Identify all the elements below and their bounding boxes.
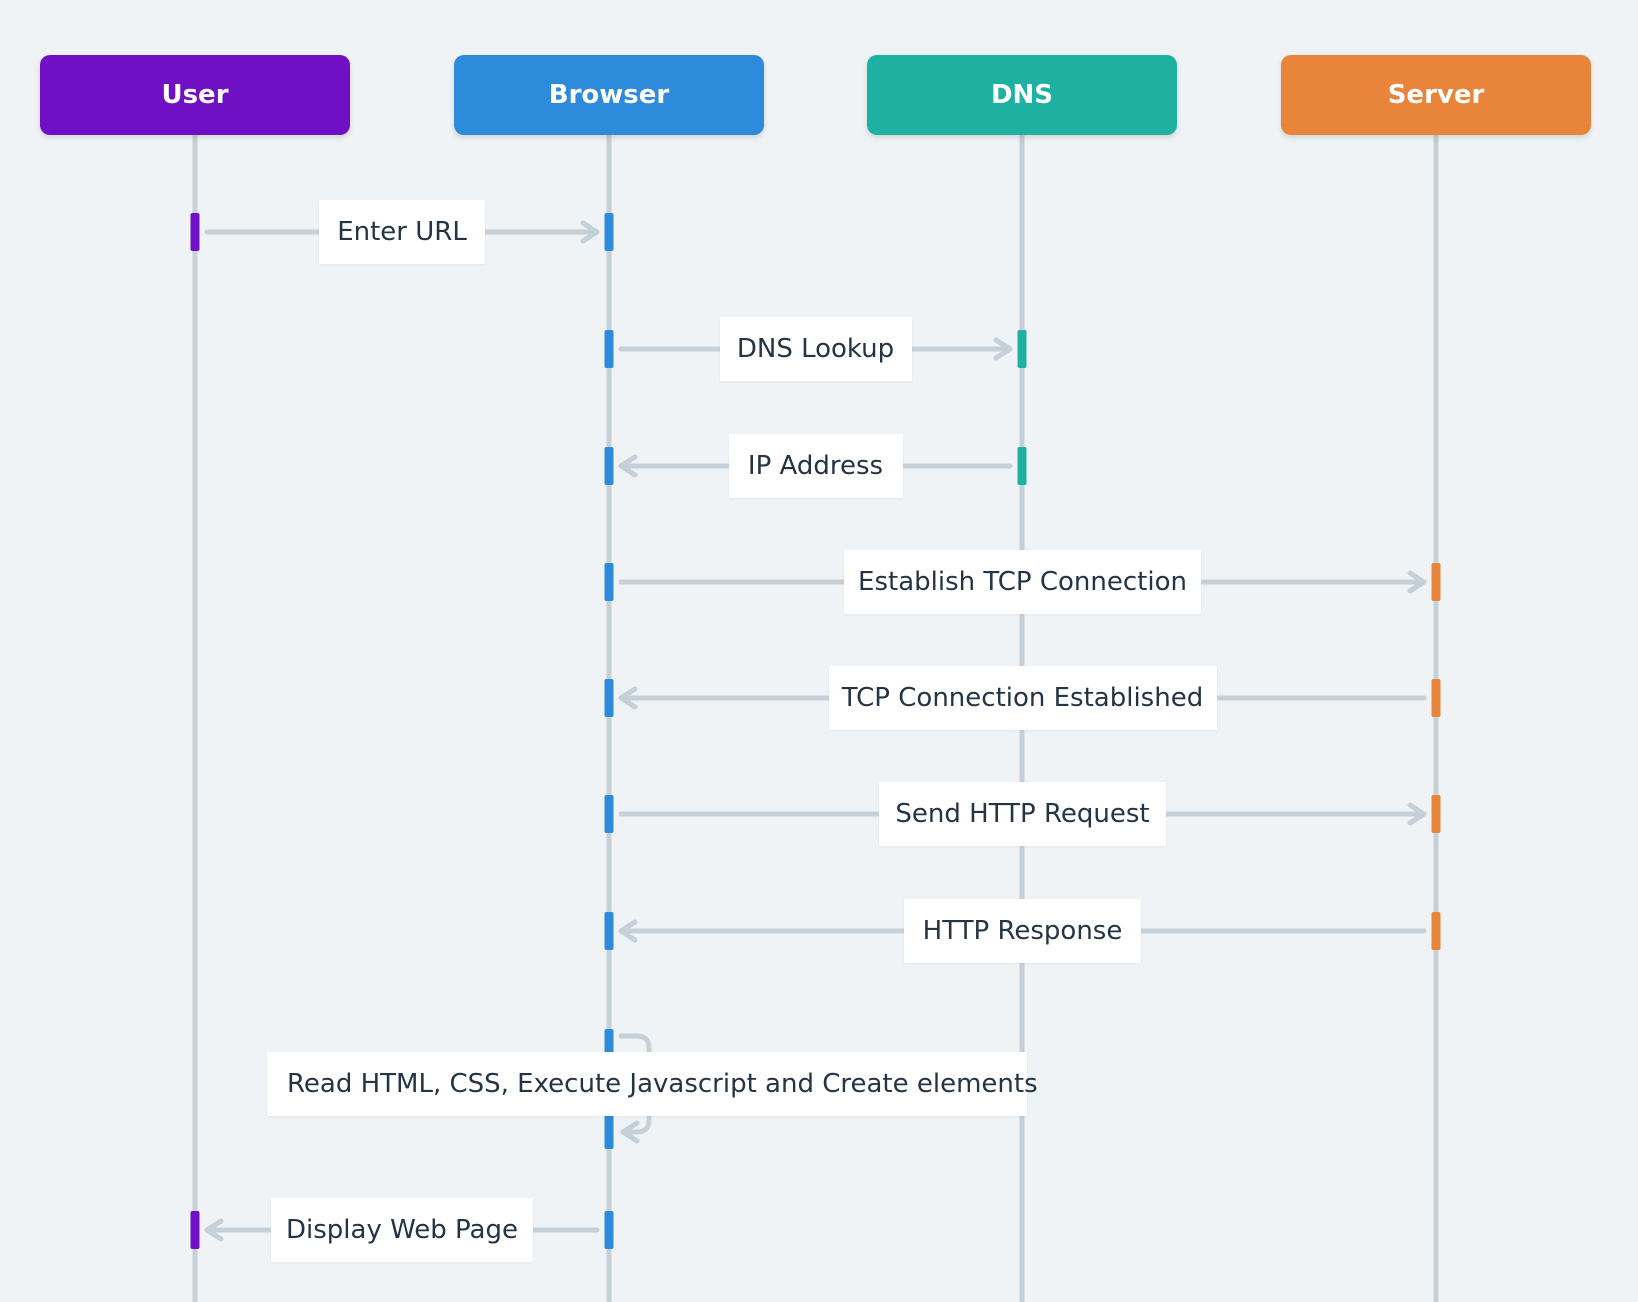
activation-user-8 — [190, 1211, 200, 1249]
activation-browser-4 — [604, 679, 614, 717]
message-tcp-connection-established: TCP Connection Established — [828, 666, 1217, 730]
message-ip-address: IP Address — [728, 434, 903, 498]
activation-dns-2 — [1017, 447, 1027, 485]
arrow-head-3 — [1407, 570, 1427, 594]
activation-browser-3 — [604, 563, 614, 601]
activation-server-3 — [1431, 563, 1441, 601]
activation-browser-5 — [604, 795, 614, 833]
activation-server-5 — [1431, 795, 1441, 833]
arrow-head-2 — [618, 454, 638, 478]
actor-dns: DNS — [867, 55, 1177, 135]
arrow-head-6 — [618, 919, 638, 943]
arrow-head-0 — [580, 220, 600, 244]
message-display-web-page: Display Web Page — [271, 1198, 533, 1262]
message-send-http-request: Send HTTP Request — [879, 782, 1166, 846]
message-dns-lookup: DNS Lookup — [719, 317, 912, 381]
message-establish-tcp-connection: Establish TCP Connection — [844, 550, 1201, 614]
activation-self-end — [604, 1111, 614, 1149]
activation-user-0 — [190, 213, 200, 251]
self-message-arrowhead — [620, 1120, 640, 1144]
message-read-html-css-execute-js: Read HTML, CSS, Execute Javascript and C… — [267, 1052, 1038, 1116]
activation-server-4 — [1431, 679, 1441, 717]
activation-browser-6 — [604, 912, 614, 950]
message-enter-url: Enter URL — [319, 200, 485, 264]
activation-browser-0 — [604, 213, 614, 251]
activation-browser-8 — [604, 1211, 614, 1249]
arrow-head-4 — [618, 686, 638, 710]
lifelines — [192, 135, 1439, 1302]
message-http-response: HTTP Response — [904, 899, 1141, 963]
activation-dns-1 — [1017, 330, 1027, 368]
actor-user: User — [40, 55, 350, 135]
arrow-head-8 — [204, 1218, 224, 1242]
actor-server: Server — [1281, 55, 1591, 135]
activation-browser-1 — [604, 330, 614, 368]
activation-server-6 — [1431, 912, 1441, 950]
arrow-head-1 — [993, 337, 1013, 361]
activation-browser-2 — [604, 447, 614, 485]
arrow-head-5 — [1407, 802, 1427, 826]
actor-browser: Browser — [454, 55, 764, 135]
